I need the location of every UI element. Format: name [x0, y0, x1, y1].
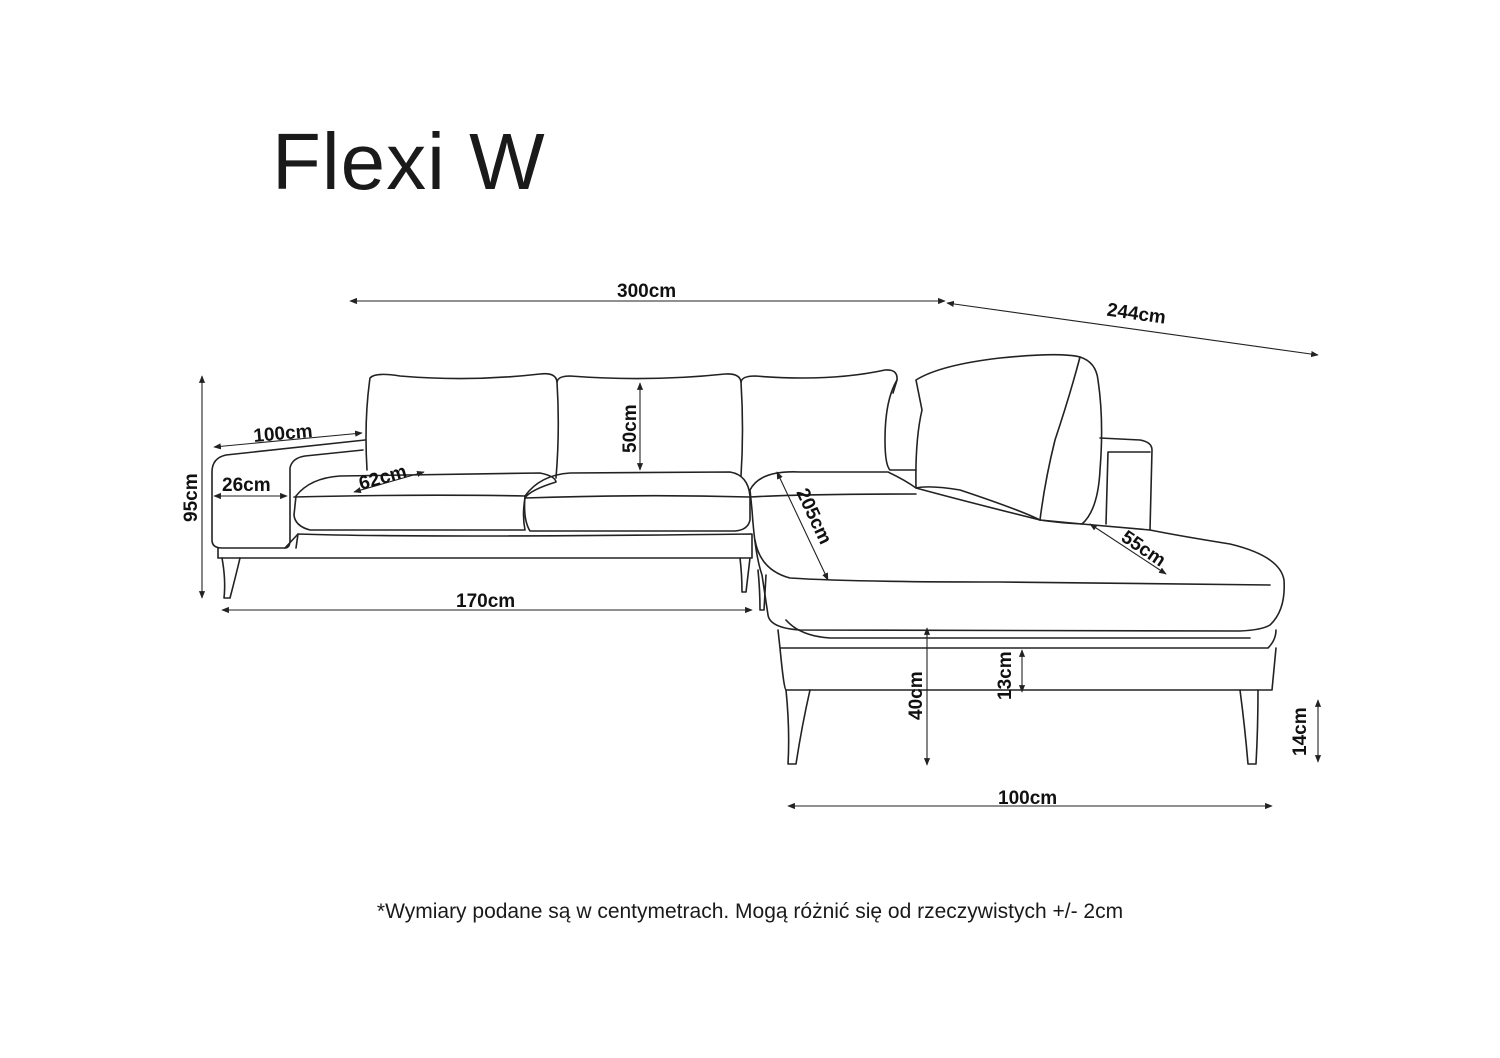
back-cushion-1 — [365, 372, 560, 479]
label-40: 40cm — [906, 671, 927, 720]
right-armrest — [1099, 437, 1153, 531]
product-title: Flexi W — [272, 117, 546, 206]
seat-cushion-2 — [523, 471, 751, 532]
label-300: 300cm — [617, 281, 676, 302]
left-armrest — [211, 439, 366, 549]
dim-line-100-arm — [213, 430, 363, 450]
chaise-base — [777, 629, 1277, 691]
label-13: 13cm — [995, 651, 1016, 700]
label-14: 14cm — [1290, 707, 1311, 756]
label-244: 244cm — [1106, 300, 1168, 329]
seat-cushion-1 — [293, 472, 557, 531]
label-100-arm: 100cm — [253, 421, 314, 447]
dimension-lines — [198, 297, 1322, 810]
label-26: 26cm — [222, 475, 271, 496]
label-62: 62cm — [357, 461, 410, 495]
dim-line-62 — [353, 470, 425, 494]
dim-line-55 — [1089, 523, 1167, 575]
back-cushion-3 — [740, 369, 898, 394]
label-50: 50cm — [620, 404, 641, 453]
label-55: 55cm — [1117, 527, 1169, 572]
dim-line-244 — [946, 300, 1319, 358]
dim-line-205 — [776, 471, 829, 581]
back-cushion-corner — [884, 379, 917, 471]
label-100-chaise: 100cm — [998, 788, 1057, 809]
dimension-labels: 300cm 244cm 95cm 100cm 26cm 62cm 50cm 20… — [181, 281, 1311, 809]
chaise-seat — [749, 471, 1286, 632]
sofa-base-left — [217, 533, 753, 559]
back-cushion-2 — [556, 373, 744, 477]
label-170: 170cm — [456, 591, 515, 612]
label-95: 95cm — [181, 473, 202, 522]
sofa-outline — [211, 353, 1286, 765]
footnote: *Wymiary podane są w centymetrach. Mogą … — [376, 900, 1124, 923]
